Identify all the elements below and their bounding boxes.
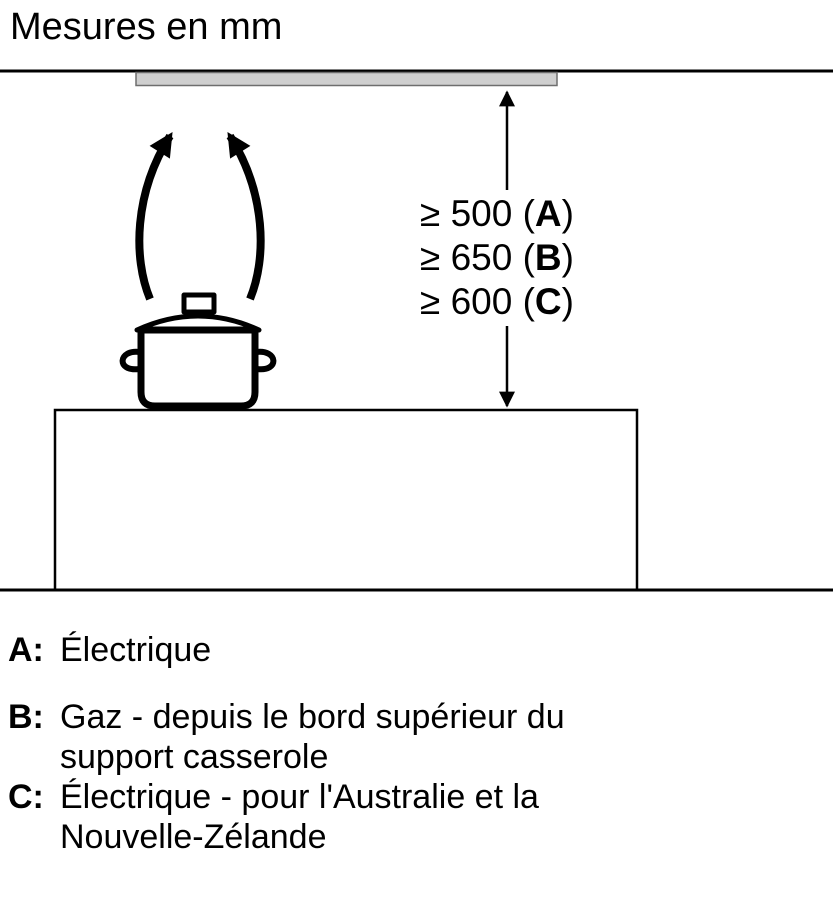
page-title: Mesures en mm	[10, 6, 283, 48]
legend: A: Électrique B: Gaz - depuis le bord su…	[8, 630, 808, 857]
cooker-hood-icon	[135, 71, 558, 87]
dimension-label-c: ≥ 600 (C)	[420, 280, 574, 324]
dim-c-prefix: ≥ 600 (	[420, 281, 535, 322]
dim-c-suffix: )	[561, 281, 574, 322]
legend-label-a: A:	[8, 631, 44, 669]
legend-c-line-1: Électrique - pour l'Australie et la	[60, 778, 539, 816]
cooking-pot-icon	[119, 292, 277, 410]
pot-handle-right	[253, 348, 277, 373]
legend-item-a: A: Électrique	[8, 630, 808, 670]
pot-body	[137, 326, 259, 410]
steam-arrows-icon	[135, 131, 265, 301]
dim-c-letter: C	[534, 281, 562, 322]
dim-b-letter: B	[534, 237, 562, 278]
clearance-diagram	[0, 69, 833, 592]
worktop-icon	[53, 408, 639, 592]
dimension-labels: ≥ 500 (A) ≥ 650 (B) ≥ 600 (C)	[412, 190, 582, 326]
legend-c-line-2: Nouvelle-Zélande	[60, 818, 327, 856]
legend-label-c: C:	[8, 778, 44, 816]
dim-a-letter: A	[534, 193, 562, 234]
dim-a-prefix: ≥ 500 (	[420, 193, 535, 234]
legend-b-line-1: Gaz - depuis le bord supérieur du	[60, 698, 565, 736]
legend-a-line-1: Électrique	[60, 631, 212, 669]
dim-b-suffix: )	[561, 237, 574, 278]
legend-b-line-2: support casserole	[60, 738, 329, 776]
dim-b-prefix: ≥ 650 (	[420, 237, 535, 278]
legend-label-b: B:	[8, 698, 44, 736]
pot-lid-knob	[181, 292, 217, 315]
legend-text-a: Électrique	[60, 630, 808, 670]
dimension-label-a: ≥ 500 (A)	[420, 192, 574, 236]
pot-handle-left	[119, 348, 143, 373]
dim-a-suffix: )	[561, 193, 574, 234]
dimension-label-b: ≥ 650 (B)	[420, 236, 574, 280]
